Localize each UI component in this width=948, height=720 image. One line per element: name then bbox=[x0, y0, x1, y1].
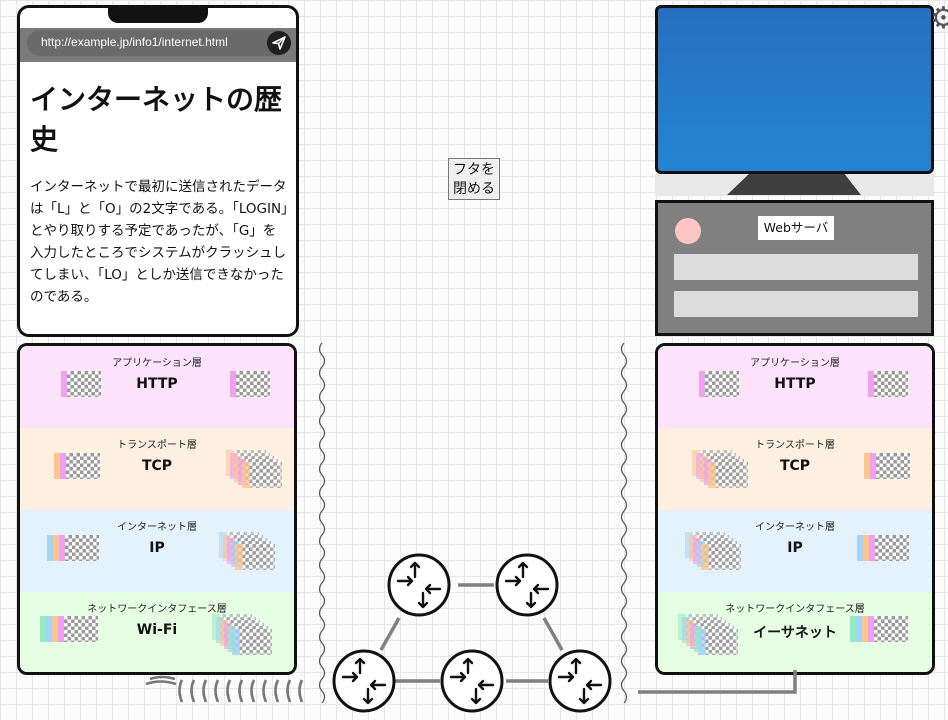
packet-block bbox=[864, 453, 910, 479]
address-bar: http://example.jp/info1/internet.html bbox=[20, 28, 296, 62]
gear-icon[interactable]: ⚙ bbox=[930, 1, 948, 36]
layer-name: トランスポート層 bbox=[117, 440, 197, 451]
server-label: Webサーバ bbox=[758, 216, 834, 240]
packet-trail bbox=[708, 462, 748, 488]
packet-block bbox=[40, 616, 98, 642]
packet-block bbox=[868, 371, 908, 397]
server-power-led bbox=[675, 218, 701, 244]
packet-block bbox=[54, 453, 100, 479]
layer-name: インターネット層 bbox=[755, 522, 835, 533]
layer-protocol: HTTP bbox=[136, 376, 178, 392]
wifi-waves-icon bbox=[145, 675, 304, 703]
close-lid-button[interactable]: フタを 閉める bbox=[448, 158, 500, 200]
packet-trail bbox=[232, 629, 272, 655]
server-drive-slot bbox=[674, 291, 918, 317]
close-lid-button-line1: フタを bbox=[453, 162, 495, 178]
layer-protocol: Wi-Fi bbox=[136, 622, 178, 638]
packet-block bbox=[47, 535, 99, 561]
layer-name: インターネット層 bbox=[117, 522, 197, 533]
packet-trail bbox=[235, 544, 275, 570]
packet-trail bbox=[242, 462, 282, 488]
layer-protocol: IP bbox=[149, 540, 165, 556]
monitor-stand bbox=[727, 172, 861, 195]
close-lid-button-line2: 閉める bbox=[453, 181, 495, 197]
url-text: http://example.jp/info1/internet.html bbox=[41, 35, 228, 49]
server-layer-transport: トランスポート層 TCP bbox=[658, 428, 932, 510]
client-layer-transport: トランスポート層 TCP bbox=[20, 428, 294, 510]
layer-name: ネットワークインタフェース層 bbox=[725, 604, 865, 615]
server-layer-application: アプリケーション層 HTTP bbox=[658, 346, 932, 428]
router-icon bbox=[495, 553, 559, 617]
section-divider-left bbox=[318, 342, 326, 704]
layer-name: アプリケーション層 bbox=[112, 358, 202, 369]
packet-block bbox=[230, 371, 270, 397]
router-icon bbox=[332, 649, 396, 713]
client-layer-application: アプリケーション層 HTTP bbox=[20, 346, 294, 428]
ethernet-cable bbox=[638, 670, 797, 694]
monitor-screen bbox=[655, 5, 934, 174]
layer-protocol: TCP bbox=[779, 458, 811, 474]
packet-block bbox=[699, 371, 739, 397]
client-protocol-stack: アプリケーション層 HTTP トランスポート層 TCP インターネット層 IP … bbox=[17, 343, 297, 675]
layer-protocol: IP bbox=[787, 540, 803, 556]
layer-protocol: HTTP bbox=[774, 376, 816, 392]
server-layer-internet: インターネット層 IP bbox=[658, 510, 932, 592]
packet-trail bbox=[701, 544, 741, 570]
page-title: インターネットの歴史 bbox=[30, 83, 283, 156]
packet-block bbox=[61, 371, 101, 397]
client-browser-window: http://example.jp/info1/internet.html イン… bbox=[17, 5, 299, 337]
client-layer-network: ネットワークインタフェース層 Wi-Fi bbox=[20, 592, 294, 672]
layer-name: ネットワークインタフェース層 bbox=[87, 604, 227, 615]
client-layer-internet: インターネット層 IP bbox=[20, 510, 294, 592]
device-notch bbox=[108, 8, 208, 23]
layer-protocol: イーサネット bbox=[753, 625, 837, 641]
server-protocol-stack: アプリケーション層 HTTP トランスポート層 TCP インターネット層 IP … bbox=[655, 343, 935, 675]
send-icon bbox=[272, 36, 286, 50]
packet-block bbox=[857, 535, 909, 561]
page-body-text: インターネットで最初に送信されたデータは「L」と「O」の2文字である。「LOGI… bbox=[30, 179, 288, 305]
section-divider-right bbox=[620, 342, 628, 704]
layer-protocol: TCP bbox=[141, 458, 173, 474]
packet-block bbox=[850, 616, 908, 642]
router-icon bbox=[440, 649, 504, 713]
send-button[interactable] bbox=[267, 31, 291, 55]
router-icon bbox=[387, 553, 451, 617]
web-server-case: Webサーバ bbox=[655, 200, 934, 336]
router-icon bbox=[548, 649, 612, 713]
packet-trail bbox=[698, 629, 738, 655]
layer-name: トランスポート層 bbox=[755, 440, 835, 451]
layer-name: アプリケーション層 bbox=[750, 358, 840, 369]
server-layer-network: ネットワークインタフェース層 イーサネット bbox=[658, 592, 932, 672]
router-links bbox=[379, 583, 564, 683]
url-field[interactable]: http://example.jp/info1/internet.html bbox=[27, 30, 291, 56]
server-drive-slot bbox=[674, 254, 918, 280]
